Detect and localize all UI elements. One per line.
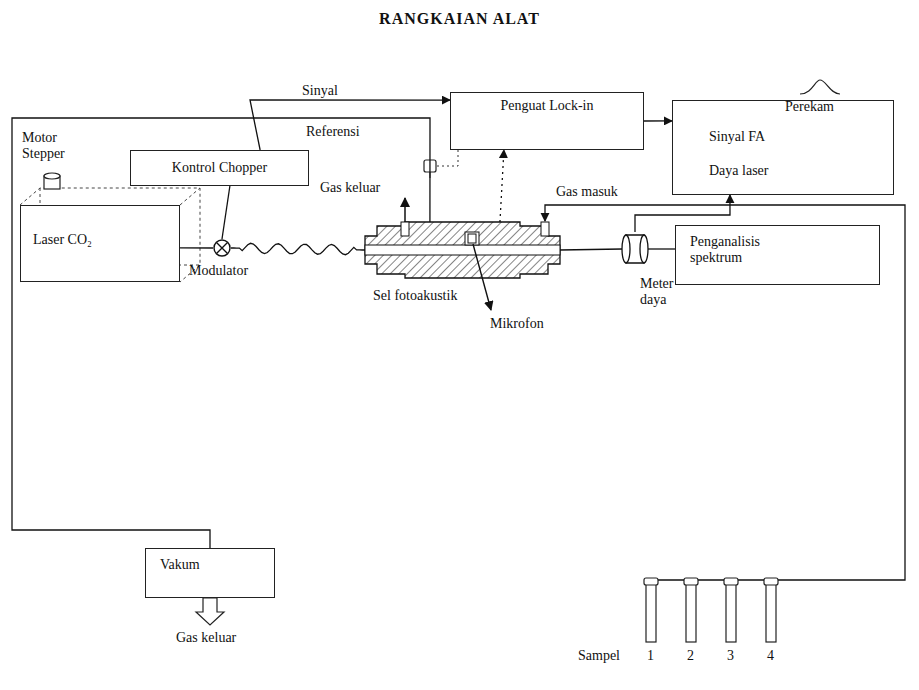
node-label: Sel fotoakustik <box>373 288 457 304</box>
connector <box>644 120 672 121</box>
node-label: Laser CO₂ <box>33 232 92 248</box>
process-box: Kontrol Chopper <box>130 150 309 186</box>
annotation-label: Sampel <box>578 648 620 664</box>
node-shape <box>213 239 231 257</box>
leader-line <box>473 244 491 310</box>
annotation-label: Mikrofon <box>490 316 544 332</box>
sample-tubes <box>644 578 778 642</box>
annotation-label: Motor Stepper <box>22 130 78 162</box>
trace-pulse <box>800 80 840 94</box>
motor-icon <box>44 173 60 189</box>
node-sublabel: Daya laser <box>709 163 768 179</box>
node-shape <box>622 232 648 266</box>
process-box: Penguat Lock-in <box>450 92 644 150</box>
annotation-label: Referensi <box>306 124 360 140</box>
microphone <box>468 234 476 243</box>
process-box: Laser CO₂ <box>20 205 180 282</box>
laser-housing <box>20 188 200 282</box>
process-box: Vakum <box>145 548 275 598</box>
chopper-cross <box>217 243 228 254</box>
gas-port <box>401 222 409 236</box>
node-label: Penganalisis spektrum <box>690 234 810 266</box>
sample-gas-line <box>545 205 905 580</box>
node-label: Perekam <box>785 99 834 115</box>
chopper-wheel <box>214 240 230 256</box>
connector <box>500 150 504 222</box>
node-label: Penguat Lock-in <box>451 93 643 114</box>
annotation-label: Gas keluar <box>176 630 236 646</box>
meter-face <box>640 235 648 263</box>
exhaust-arrow <box>196 598 224 625</box>
modulator-symbol: Modulator <box>213 239 231 257</box>
connector <box>250 100 450 150</box>
power-meter: Meter daya <box>622 232 648 266</box>
cell-body <box>365 222 560 278</box>
connector <box>12 118 430 548</box>
annotation-label: Gas keluar <box>320 180 380 196</box>
edge-label: Sinyal <box>300 83 340 99</box>
sample-number: 3 <box>727 648 734 664</box>
connector <box>180 247 213 248</box>
meter-back <box>622 235 630 263</box>
cell-bore <box>365 245 560 255</box>
diagram-title: RANGKAIAN ALAT <box>0 10 919 28</box>
node-sublabel: Sinyal FA <box>709 129 765 145</box>
process-box: Penganalisis spektrum <box>675 225 880 285</box>
node-label: Kontrol Chopper <box>131 151 308 176</box>
gas-port <box>541 222 549 236</box>
resonator-chamber <box>465 232 479 245</box>
connector <box>560 249 622 250</box>
gas-out-arrow <box>404 198 406 222</box>
connector <box>231 243 365 254</box>
connector <box>222 186 230 239</box>
connector <box>648 248 675 249</box>
sample-number: 1 <box>647 648 654 664</box>
annotation-label: Gas masuk <box>556 184 618 200</box>
node-label: Vakum <box>160 557 200 573</box>
node-label: Modulator <box>189 263 248 279</box>
sample-number: 4 <box>767 648 774 664</box>
reference-line <box>437 150 458 166</box>
node-shape <box>365 222 560 278</box>
sample-number: 2 <box>687 648 694 664</box>
process-box: PerekamSinyal FA Daya laser <box>672 100 894 195</box>
photoacoustic-cell: Sel fotoakustik <box>365 222 560 278</box>
